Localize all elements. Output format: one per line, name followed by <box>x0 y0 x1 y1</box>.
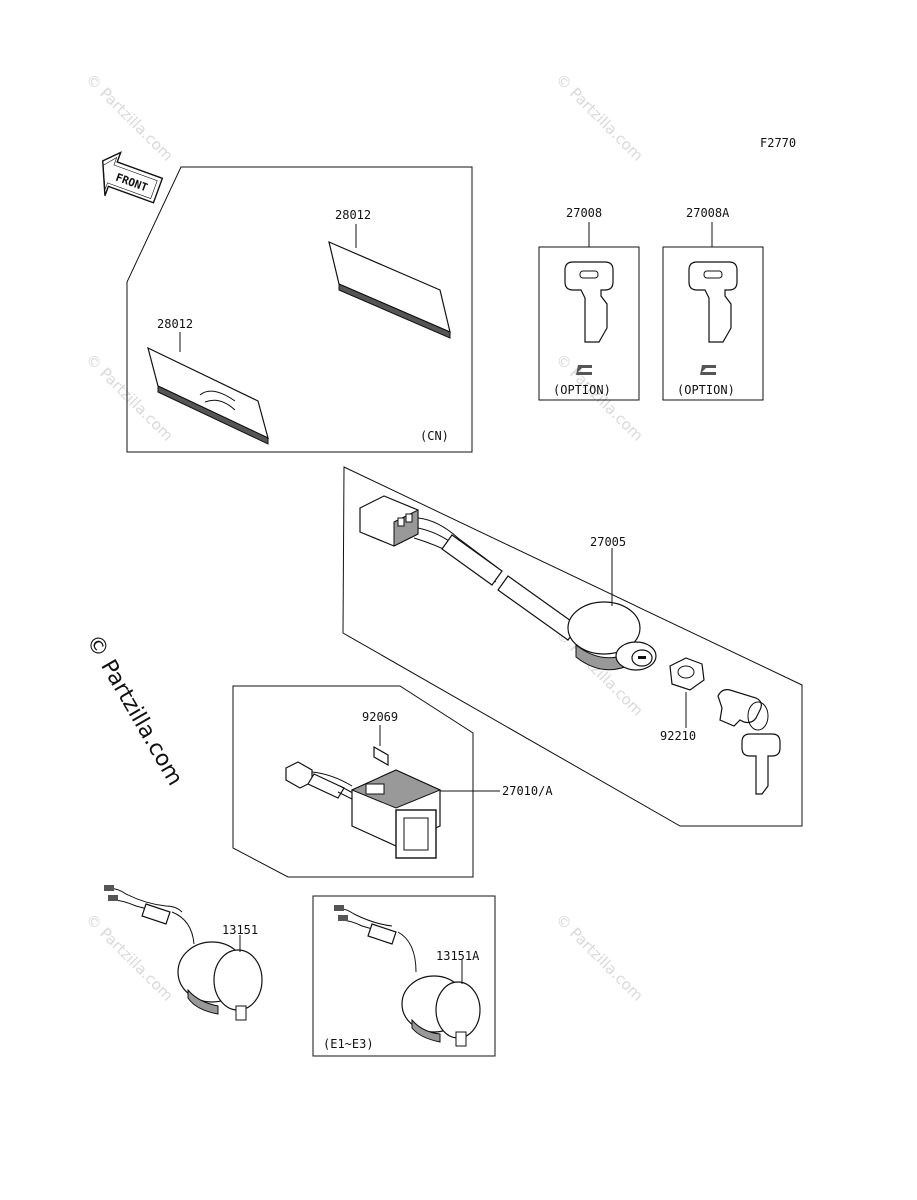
label-27008: 27008 <box>566 206 602 220</box>
ignition-switch-group: 92210 27005 <box>342 466 803 827</box>
label-27005: 27005 <box>590 535 626 549</box>
key-mark-icon <box>576 365 592 375</box>
label-92210: 92210 <box>660 729 696 743</box>
watermark-main: © Partzilla.com <box>81 631 188 791</box>
reflector-frame <box>126 166 473 453</box>
wire-sleeve <box>441 534 503 586</box>
figure-id: F2770 <box>760 136 796 150</box>
switch-body <box>567 601 641 655</box>
watermark: © Partzilla.com <box>82 70 177 165</box>
watermark: © Partzilla.com <box>552 70 647 165</box>
note-option-1: (OPTION) <box>553 383 611 397</box>
switch-27010-group: 92069 27010/A <box>232 685 553 878</box>
socket-face <box>213 949 263 1011</box>
reflector-group: 28012 28012 (CN) <box>126 166 473 453</box>
watermark: © Partzilla.com <box>552 910 647 1005</box>
watermark: © Partzilla.com <box>82 910 177 1005</box>
label-13151: 13151 <box>222 923 258 937</box>
key-icon <box>717 689 762 727</box>
switch-27010-frame <box>232 685 474 878</box>
key-27008-group: 27008 (OPTION) <box>538 206 640 401</box>
label-28012-upper: 28012 <box>335 208 371 222</box>
key-27008-icon <box>564 261 614 343</box>
key-mark-icon <box>700 365 716 375</box>
label-92069: 92069 <box>362 710 398 724</box>
label-28012-lower: 28012 <box>157 317 193 331</box>
label-27010a: 27010/A <box>502 784 553 798</box>
front-arrow-icon: FRONT <box>101 151 164 204</box>
key-27008a-frame <box>662 246 764 401</box>
wire-sleeve <box>497 575 579 641</box>
socket-face <box>435 981 481 1039</box>
socket-13151a-group: 13151A (E1~E3) <box>312 895 496 1057</box>
label-27008a: 27008A <box>686 206 730 220</box>
ignition-switch-frame <box>342 466 803 827</box>
note-option-2: (OPTION) <box>677 383 735 397</box>
watermark: © Partzilla.com <box>552 350 647 445</box>
key-27008a-group: 27008A (OPTION) <box>662 206 764 401</box>
socket-13151a-frame <box>312 895 496 1057</box>
note-cn: (CN) <box>420 429 449 443</box>
note-e1-e3: (E1~E3) <box>323 1037 374 1051</box>
socket-13151-group: 13151 <box>104 885 263 1021</box>
label-13151a: 13151A <box>436 949 480 963</box>
key-27008a-icon <box>688 261 738 343</box>
key-icon <box>741 733 781 795</box>
clip-92069 <box>373 745 389 767</box>
